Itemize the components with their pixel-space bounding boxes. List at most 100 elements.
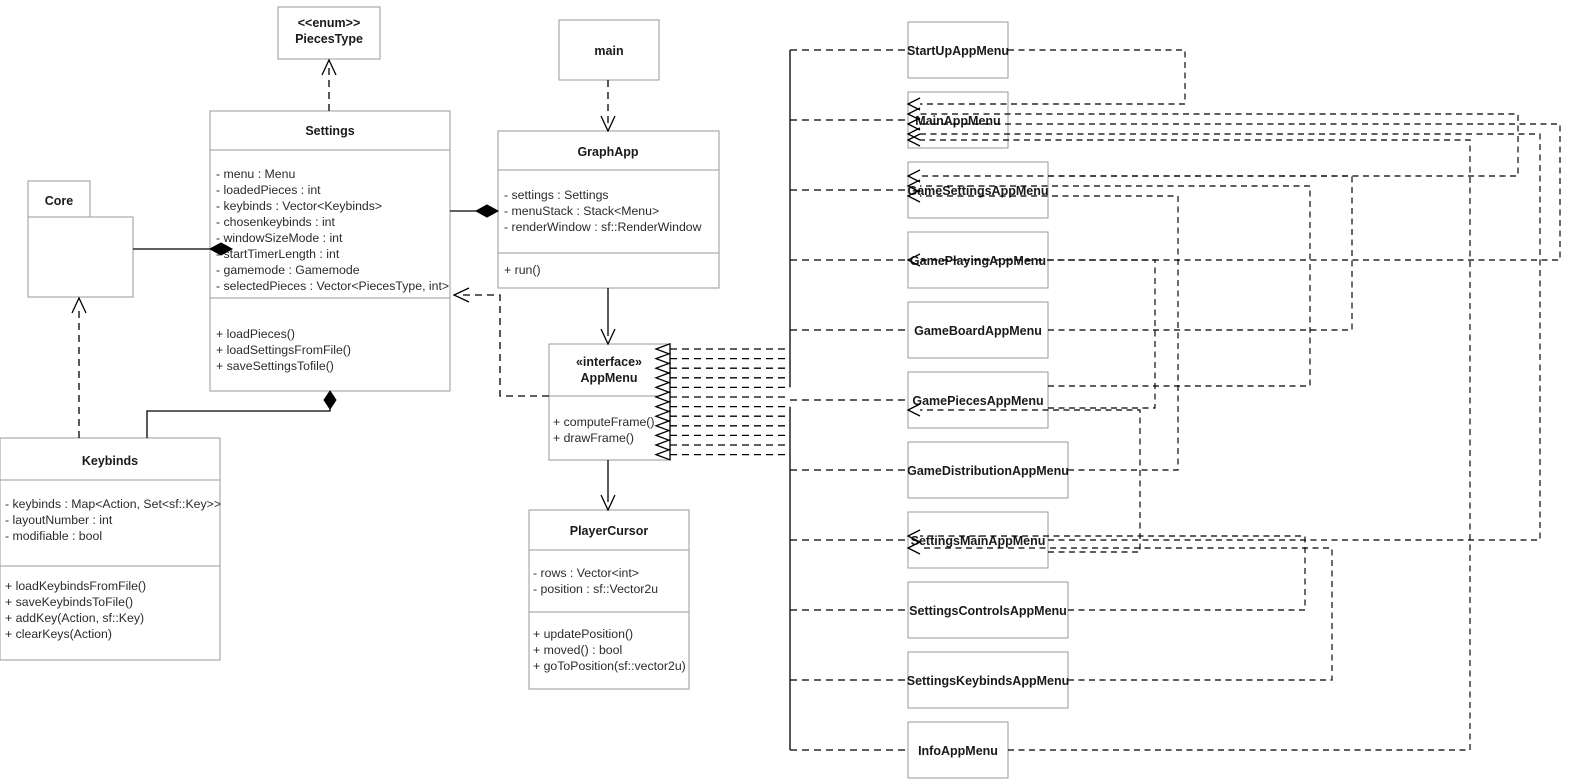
rel-main-graphapp-dependency [600,80,616,133]
keybinds-method: + clearKeys(Action) [5,627,112,641]
class-main[interactable]: main [558,19,660,81]
dependency-arrowhead [906,179,921,193]
rel-appmenu-playercursor-association [600,460,616,512]
menu-box [907,721,1009,779]
rel-settings-keybinds-composition [146,390,337,438]
pieces-type-title: PiecesType [295,32,363,46]
class-keybinds[interactable]: Keybinds - keybinds : Map<Action, Set<sf… [0,437,221,661]
class-gamedistributionappmenu[interactable]: GameDistributionAppMenu [907,441,1069,499]
core-title: Core [45,194,74,208]
menu-title: SettingsMainAppMenu [911,534,1046,548]
settings-attr: - gamemode : Gamemode [216,263,360,277]
graph-app-attr: - renderWindow : sf::RenderWindow [504,220,702,234]
settings-attr: - loadedPieces : int [216,183,321,197]
settings-title: Settings [305,124,354,138]
menu-box [907,511,1049,569]
player-cursor-method: + moved() : bool [533,643,622,657]
class-pieces-type[interactable]: <<enum>> PiecesType [277,6,381,60]
main-box [558,19,660,81]
keybinds-attr: - layoutNumber : int [5,513,113,527]
menu-dependency-routes [906,49,1561,751]
settings-method: + loadPieces() [216,327,295,341]
menu-title: SettingsControlsAppMenu [909,604,1067,618]
dependency-arrowhead [906,133,921,147]
class-core[interactable]: Core [27,180,134,298]
realization-tree [654,49,908,751]
menu-title: GameSettingsAppMenu [908,184,1049,198]
menu-title: SettingsKeybindsAppMenu [907,674,1070,688]
core-body [27,216,134,298]
menu-box [907,581,1069,639]
settings-attr: - keybinds : Vector<Keybinds> [216,199,382,213]
dependency-arrowhead [906,541,921,555]
class-settingskeybindsappmenu[interactable]: SettingsKeybindsAppMenu [907,651,1070,709]
rel-appmenu-settings-dependency [452,287,549,397]
graph-app-attr: - settings : Settings [504,188,609,202]
class-player-cursor[interactable]: PlayerCursor - rows : Vector<int> - posi… [528,509,690,690]
menu-implementation-boxes: StartUpAppMenuMainAppMenuGameSettingsApp… [907,21,1070,779]
dependency-arrowhead [906,127,921,141]
menu-box [907,161,1049,219]
pieces-type-stereotype: <<enum>> [298,16,361,30]
class-startupappmenu[interactable]: StartUpAppMenu [907,21,1009,79]
dependency-route [920,547,1333,681]
menu-title: GameBoardAppMenu [914,324,1042,338]
keybinds-attr: - modifiable : bool [5,529,102,543]
settings-method: + loadSettingsFromFile() [216,343,351,357]
dependency-route [920,49,1186,105]
menu-title: InfoAppMenu [918,744,998,758]
graph-app-box [497,130,720,289]
dependency-route [920,133,1541,541]
keybinds-box [0,437,221,661]
dependency-arrowhead [906,107,921,121]
graph-app-method: + run() [504,263,541,277]
rel-graphapp-appmenu-association [600,288,616,346]
class-settingsmainappmenu[interactable]: SettingsMainAppMenu [907,511,1049,569]
class-settingscontrolsappmenu[interactable]: SettingsControlsAppMenu [907,581,1069,639]
keybinds-method: + loadKeybindsFromFile() [5,579,146,593]
rel-keybinds-core-dependency [71,296,87,438]
menu-title: StartUpAppMenu [907,44,1009,58]
settings-method: + saveSettingsTofile() [216,359,334,373]
dependency-route [920,185,1311,387]
dependency-arrowhead [906,529,921,543]
menu-box [907,371,1049,429]
dependency-route [920,175,1353,331]
menu-title: MainAppMenu [915,114,1000,128]
menu-box [907,301,1049,359]
class-gamepiecesappmenu[interactable]: GamePiecesAppMenu [907,371,1049,429]
class-gameboardappmenu[interactable]: GameBoardAppMenu [907,301,1049,359]
dependency-route [920,259,1156,409]
app-menu-title: AppMenu [581,371,638,385]
dependency-arrowhead [906,403,921,417]
player-cursor-method: + updatePosition() [533,627,633,641]
menu-box [907,441,1069,499]
settings-attr: - menu : Menu [216,167,295,181]
dependency-route [920,123,1561,261]
player-cursor-method: + goToPosition(sf::vector2u) [533,659,686,673]
app-menu-box [548,343,671,461]
settings-attr: - windowSizeMode : int [216,231,343,245]
class-app-menu[interactable]: «interface» AppMenu + computeFrame() + d… [548,343,671,461]
class-infoappmenu[interactable]: InfoAppMenu [907,721,1009,779]
player-cursor-attr: - position : sf::Vector2u [533,582,658,596]
rel-settings-piecestype-dependency [321,58,337,111]
class-gamesettingsappmenu[interactable]: GameSettingsAppMenu [907,161,1049,219]
player-cursor-box [528,509,690,690]
class-graph-app[interactable]: GraphApp - settings : Settings - menuSta… [497,130,720,289]
menu-title: GameDistributionAppMenu [907,464,1069,478]
settings-attr: - selectedPieces : Vector<PiecesType, in… [216,279,449,293]
dependency-arrowhead [906,97,921,111]
core-tab [27,180,91,218]
keybinds-method: + saveKeybindsToFile() [5,595,133,609]
rel-core-settings-composition [133,242,234,256]
main-title: main [594,44,623,58]
settings-box [209,110,451,392]
dependency-route [920,409,1141,553]
class-settings[interactable]: Settings - menu : Menu - loadedPieces : … [209,110,451,392]
keybinds-title: Keybinds [82,454,138,468]
dependency-arrowhead [906,189,921,203]
dependency-route [920,195,1179,471]
dependency-arrowhead [906,117,921,131]
keybinds-attr: - keybinds : Map<Action, Set<sf::Key>> [5,497,221,511]
